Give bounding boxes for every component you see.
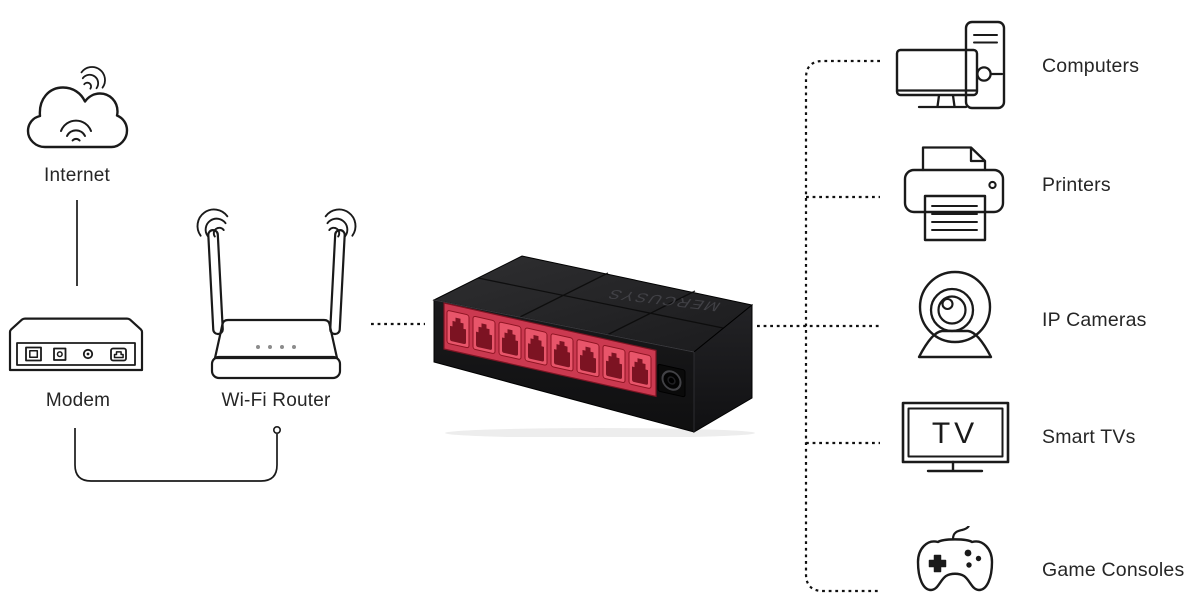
router-led-dots: [256, 345, 296, 349]
cloud-signal-arcs: [80, 66, 106, 90]
device-label-printers: Printers: [1042, 174, 1111, 196]
gamepad-buttons: [964, 549, 982, 568]
gamepad-icon: [916, 526, 994, 592]
trunk-line: [804, 59, 880, 593]
router-wifi-waves-right: [324, 208, 357, 238]
switch-power-jack: [657, 363, 686, 398]
modem-icon: [8, 317, 144, 372]
cloud-icon: [26, 66, 129, 149]
tv-screen-text: TV: [932, 417, 978, 450]
modem-router-cable: [74, 428, 278, 482]
device-label-game-consoles: Game Consoles: [1042, 559, 1185, 581]
device-label-computers: Computers: [1042, 55, 1140, 77]
switch-port-panel: [443, 302, 657, 398]
router-wifi-waves-left: [196, 208, 229, 238]
desktop-computer-icon: [895, 20, 1006, 110]
printer-icon: [903, 146, 1005, 242]
cloud-wifi-waves: [60, 119, 92, 142]
router-connector-dot: [272, 425, 281, 434]
ethernet-switch-photo: MERCUSYS: [432, 255, 755, 437]
device-label-ip-cameras: IP Cameras: [1042, 309, 1147, 331]
gamepad-dpad: [928, 554, 947, 573]
wifi-router-icon: [196, 208, 357, 380]
device-label-smart-tvs2: Smart TVs: [1042, 426, 1136, 448]
webcam-icon: [917, 270, 993, 359]
internet-label: Internet: [43, 165, 111, 186]
router-label: Wi-Fi Router: [221, 390, 331, 411]
tv-icon: TV: [901, 401, 1010, 473]
modem-label: Modem: [45, 390, 111, 411]
